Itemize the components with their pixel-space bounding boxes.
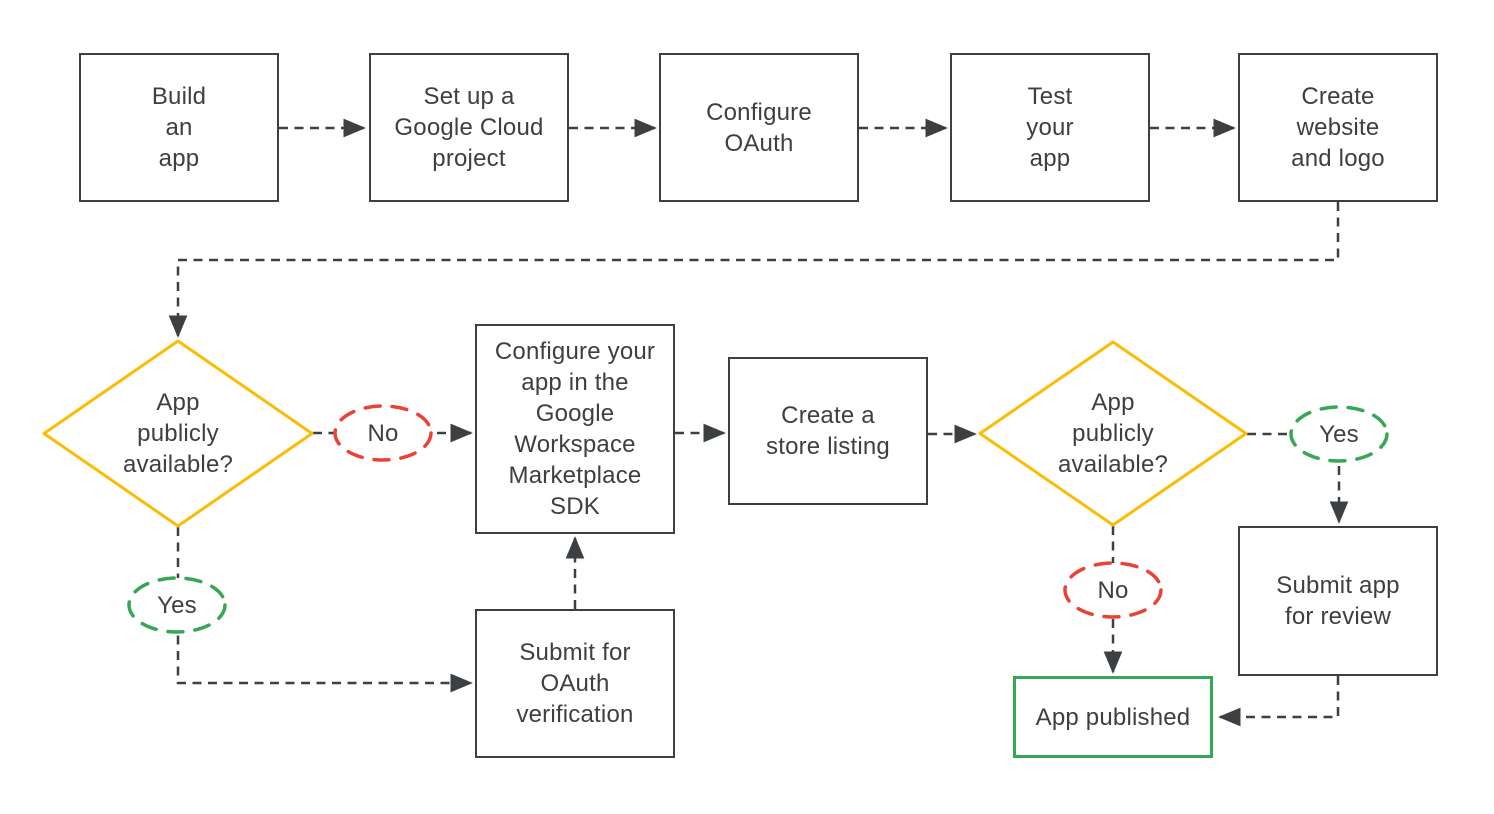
edge-label-yes-2-text: Yes xyxy=(1319,420,1359,448)
no-oval-shape xyxy=(333,404,433,462)
step-app-published: App published xyxy=(1013,676,1213,758)
step-submit-oauth-verification-label: Submit for OAuth verification xyxy=(516,639,634,728)
step-configure-oauth-label: Configure OAuth xyxy=(706,98,812,157)
diamond-shape xyxy=(42,339,314,528)
edge-label-yes-1-text: Yes xyxy=(157,591,197,619)
yes-oval-shape xyxy=(127,576,227,634)
step-setup-google-cloud-project-label: Set up a Google Cloud project xyxy=(394,83,544,172)
edge-label-no-1: No xyxy=(331,402,435,464)
edge-label-no-2: No xyxy=(1061,559,1165,621)
no-oval-shape xyxy=(1063,561,1163,619)
edge-label-no-1-text: No xyxy=(367,419,399,447)
decision-app-publicly-available-2-label: App publicly available? xyxy=(1057,389,1169,478)
step-build-app: Build an app xyxy=(79,53,279,202)
step-setup-google-cloud-project: Set up a Google Cloud project xyxy=(369,53,569,202)
yes-oval-shape xyxy=(1289,405,1389,463)
step-create-store-listing: Create a store listing xyxy=(728,357,928,505)
step-configure-oauth: Configure OAuth xyxy=(659,53,859,202)
edge-review-to-published xyxy=(1218,676,1340,727)
step-create-store-listing-label: Create a store listing xyxy=(766,402,890,460)
edge-label-no-2-text: No xyxy=(1097,576,1129,604)
step-submit-app-for-review: Submit app for review xyxy=(1238,526,1438,676)
step-submit-oauth-verification: Submit for OAuth verification xyxy=(475,609,675,758)
step-test-your-app: Test your app xyxy=(950,53,1150,202)
decision-app-publicly-available-1-label: App publicly available? xyxy=(122,389,234,478)
step-app-published-label: App published xyxy=(1035,703,1191,731)
step-submit-app-for-review-label: Submit app for review xyxy=(1276,572,1400,630)
step-create-website-logo: Create website and logo xyxy=(1238,53,1438,202)
step-configure-marketplace-sdk: Configure your app in the Google Workspa… xyxy=(475,324,675,534)
step-build-app-label: Build an app xyxy=(151,83,207,172)
decision-app-publicly-available-1: App publicly available? xyxy=(41,338,315,529)
step-test-your-app-label: Test your app xyxy=(1026,83,1074,172)
step-create-website-logo-label: Create website and logo xyxy=(1291,83,1385,172)
step-configure-marketplace-sdk-label: Configure your app in the Google Workspa… xyxy=(494,338,656,520)
edge-label-yes-2: Yes xyxy=(1287,403,1391,465)
edge-label-yes-1: Yes xyxy=(125,574,229,636)
diamond-shape xyxy=(978,340,1248,527)
decision-app-publicly-available-2: App publicly available? xyxy=(977,339,1249,528)
edge-website-to-decision1 xyxy=(168,202,1340,338)
